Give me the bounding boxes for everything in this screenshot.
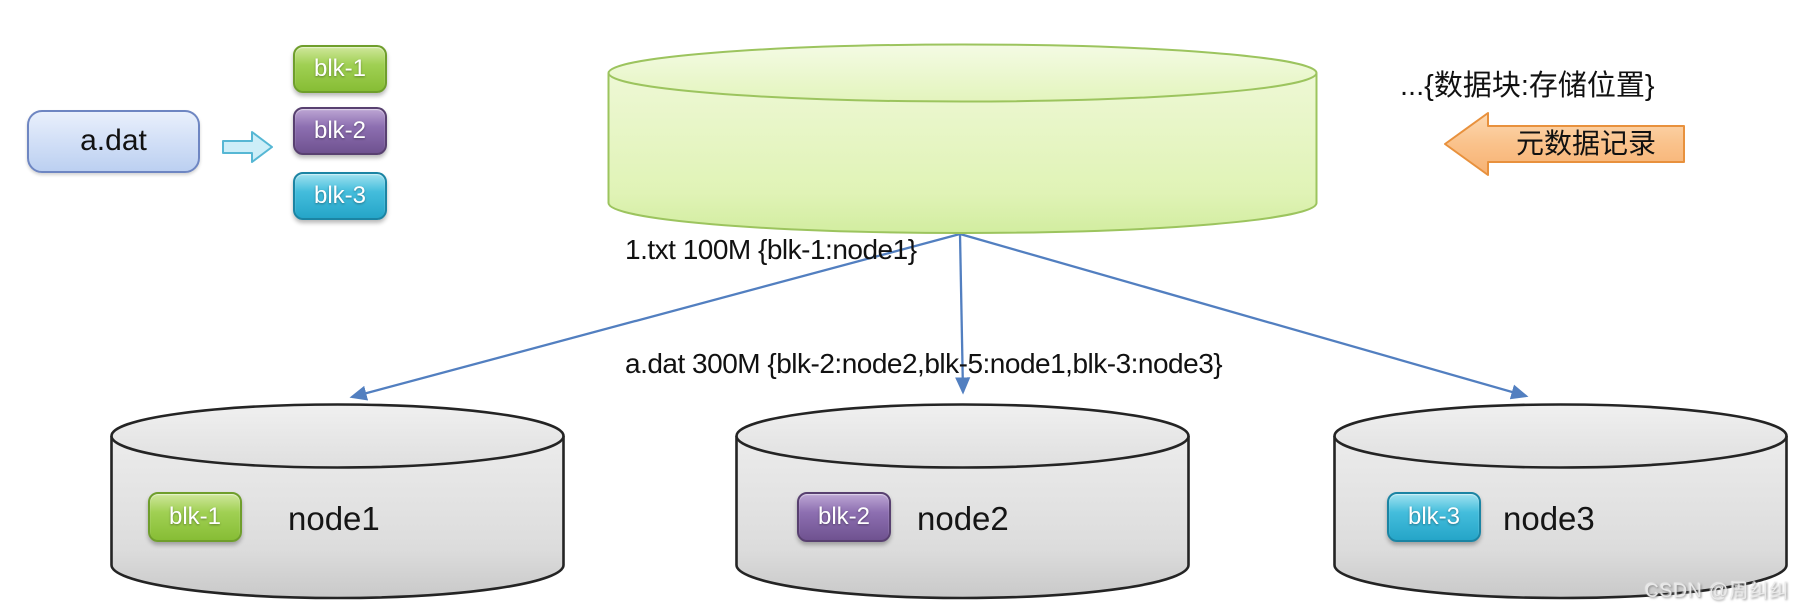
- legend-block-label: blk-2: [313, 117, 367, 144]
- watermark: CSDN @周纠纠: [1645, 581, 1790, 602]
- split-arrow-icon: [222, 131, 273, 163]
- stored-block-label: blk-3: [1407, 503, 1461, 530]
- metadata-records: 1.txt 100M {blk-1:node1} a.dat 300M {blk…: [625, 155, 1223, 459]
- node-name-label: node1: [288, 500, 380, 537]
- data-node-node3: blk-3 node3: [1333, 402, 1788, 600]
- metadata-annotation-arrow: 元数据记录: [1443, 110, 1686, 178]
- metadata-record-line: a.dat 300M {blk-2:node2,blk-5:node1,blk-…: [625, 348, 1223, 379]
- legend-block-chip: blk-2: [293, 107, 387, 155]
- node-cylinder-icon: [735, 403, 1190, 600]
- metadata-cylinder: 1.txt 100M {blk-1:node1} a.dat 300M {blk…: [607, 43, 1318, 379]
- stored-block-chip: blk-2: [797, 492, 891, 542]
- stored-block-chip: blk-3: [1387, 492, 1481, 542]
- stored-block-chip: blk-1: [148, 492, 242, 542]
- metadata-annotation-label: 元数据记录: [1515, 128, 1656, 159]
- left-arrow-icon: [1444, 112, 1685, 176]
- node-cylinder-icon: [110, 403, 565, 600]
- file-box: a.dat: [27, 110, 200, 173]
- node-cylinder-icon: [1333, 403, 1788, 600]
- legend-block-chip: blk-3: [293, 172, 387, 220]
- file-box-label: a.dat: [80, 124, 147, 157]
- metadata-format-hint: ...{数据块:存储位置}: [1400, 70, 1655, 102]
- stored-block-label: blk-1: [168, 503, 222, 530]
- data-node-node1: blk-1 node1: [110, 402, 565, 600]
- node-name-label: node3: [1503, 500, 1595, 537]
- legend-block-chip: blk-1: [293, 45, 387, 93]
- legend-block-label: blk-3: [313, 182, 367, 209]
- legend-block-label: blk-1: [313, 55, 367, 82]
- data-node-node2: blk-2 node2: [735, 402, 1190, 600]
- stored-block-label: blk-2: [817, 503, 871, 530]
- metadata-record-line: 1.txt 100M {blk-1:node1}: [625, 234, 917, 265]
- node-name-label: node2: [917, 500, 1009, 537]
- metadata-cylinder-icon: [607, 43, 1318, 234]
